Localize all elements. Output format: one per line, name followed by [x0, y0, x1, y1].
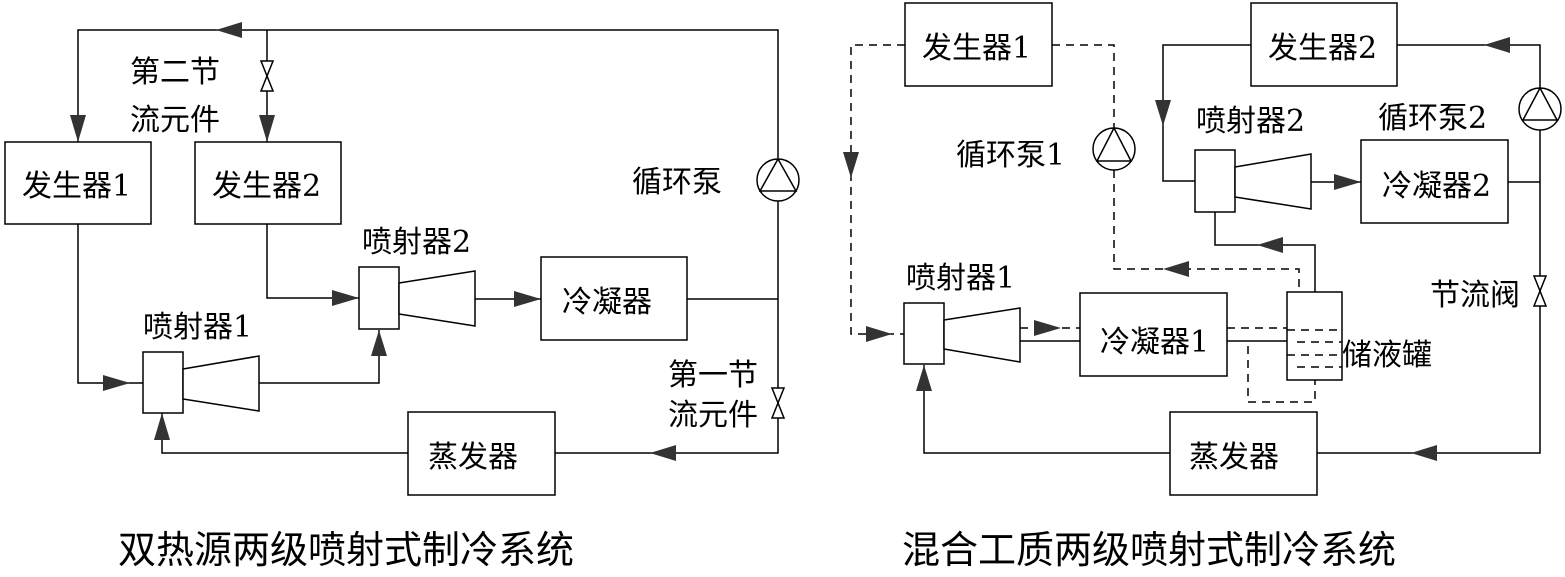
arrow-right-icon	[866, 326, 892, 342]
ejector-1-icon	[142, 351, 260, 414]
condenser-2-box	[1360, 139, 1509, 224]
generator-2-box	[194, 141, 342, 225]
arrow-left-icon	[650, 445, 676, 461]
ejector-2-icon	[358, 266, 476, 330]
generator-2-label: 发生器2	[212, 169, 321, 204]
arrow-down-icon	[1155, 100, 1171, 126]
arrow-right-icon	[1034, 320, 1061, 336]
arrow-right-icon	[103, 375, 130, 391]
ejector-1-label: 喷射器1	[906, 261, 1015, 296]
right-caption: 混合工质两级喷射式制冷系统	[902, 528, 1396, 572]
condenser-box	[540, 256, 688, 341]
arrow-down-icon	[259, 115, 275, 142]
generator-1-label: 发生器1	[922, 31, 1031, 66]
pipe-ejector1-ejector2	[259, 330, 380, 384]
throttle-valve-icon	[770, 387, 786, 419]
arrow-up-icon	[154, 413, 170, 440]
condenser-label: 冷凝器	[562, 285, 652, 320]
ejector-1-icon	[903, 302, 1021, 365]
generator-2-label: 发生器2	[1268, 31, 1377, 66]
ejector-2-label: 喷射器2	[1196, 104, 1305, 139]
condenser-2-label: 冷凝器2	[1382, 169, 1491, 204]
throttle-1-label-line2: 流元件	[668, 398, 758, 433]
arrow-left-icon	[1484, 37, 1510, 53]
arrow-left-icon	[1257, 237, 1283, 253]
throttle-valve-label: 节流阀	[1430, 278, 1520, 313]
left-system: 发生器1 发生器2 第二节 流元件 循环泵 喷射器1 喷射器2	[4, 22, 800, 572]
condenser-1-box	[1079, 292, 1228, 377]
arrow-up-icon	[371, 330, 387, 356]
evaporator-box	[1169, 411, 1318, 496]
arrow-right-icon	[514, 291, 541, 307]
pipe-gen2-ejector2	[266, 224, 360, 299]
throttle-1-label-line1: 第一节	[668, 358, 758, 393]
arrow-left-icon	[216, 22, 242, 38]
arrow-down-icon	[843, 152, 859, 178]
pipe-top-loop	[77, 29, 779, 158]
pump-1-label: 循环泵1	[956, 138, 1065, 173]
receiver-label: 储液罐	[1342, 338, 1432, 373]
ejector-2-icon	[1194, 149, 1312, 213]
condenser-1-label: 冷凝器1	[1100, 325, 1209, 360]
throttle-2-label-line1: 第二节	[130, 55, 220, 90]
generator-1-box	[904, 2, 1053, 87]
arrow-left-icon	[1411, 445, 1437, 461]
evaporator-label: 蒸发器	[1189, 440, 1279, 475]
pump-icon	[756, 158, 800, 202]
arrow-right-icon	[332, 290, 359, 306]
left-caption: 双热源两级喷射式制冷系统	[118, 528, 574, 572]
generator-2-box	[1250, 2, 1398, 87]
pump-label: 循环泵	[632, 165, 722, 200]
receiver-tank-icon	[1286, 291, 1343, 381]
ejector-2-label: 喷射器2	[362, 225, 471, 260]
arrow-up-icon	[916, 365, 932, 391]
pump-2-icon	[1518, 87, 1562, 131]
evaporator-label: 蒸发器	[428, 440, 518, 475]
evaporator-box	[407, 411, 556, 496]
throttle-valve-icon	[259, 60, 275, 92]
throttle-2-label-line2: 流元件	[130, 103, 220, 138]
pump-2-label: 循环泵2	[1378, 101, 1487, 136]
arrow-down-icon	[70, 115, 86, 142]
pipe-gen1-ejector1	[77, 224, 143, 384]
arrow-right-icon	[1334, 174, 1361, 190]
throttle-valve-icon	[1532, 275, 1548, 307]
pump-1-icon	[1092, 127, 1136, 171]
arrow-left-icon	[1163, 261, 1189, 277]
right-system: 发生器1 循环泵1 发生器2 循环泵2 喷射器2 冷	[843, 2, 1562, 572]
ejector-1-label: 喷射器1	[143, 310, 252, 345]
generator-1-label: 发生器1	[22, 169, 131, 204]
pipe-gen1-ejector1-dashed	[850, 44, 905, 335]
